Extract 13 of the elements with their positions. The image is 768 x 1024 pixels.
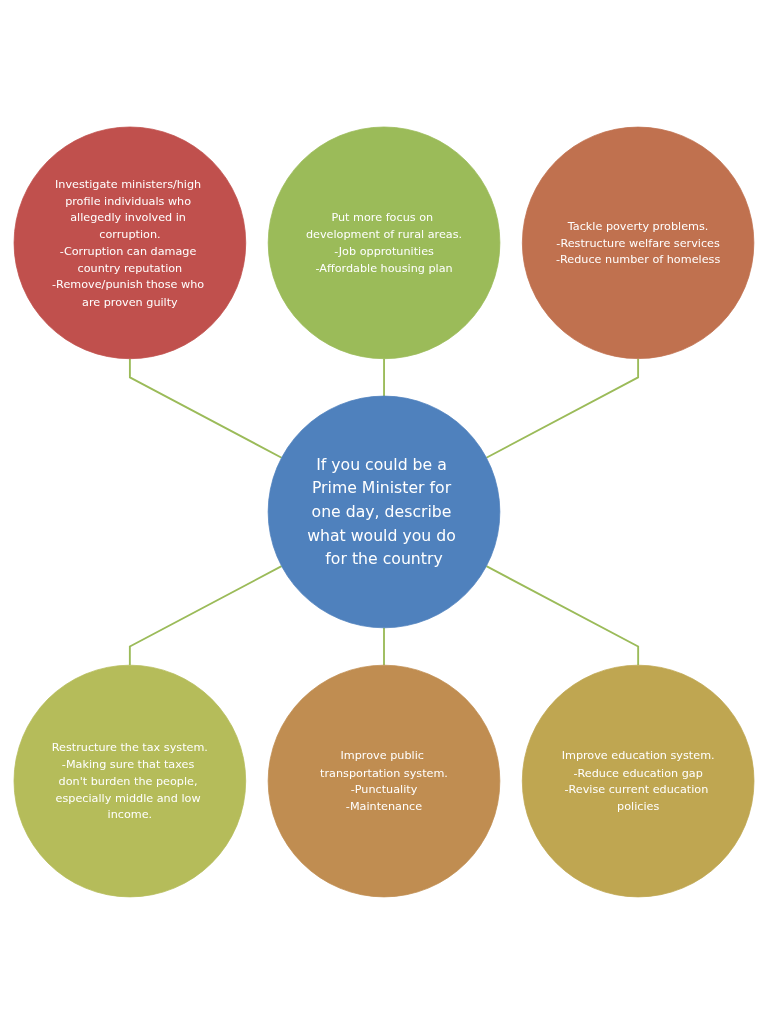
node-circle: Improve education system. -Reduce education gap -Revise current education policies: [521, 664, 755, 898]
node-circle: Tackle poverty problems. -Restructure welfare services -Reduce number of homeless: [521, 126, 755, 360]
connector: [383, 626, 385, 667]
node-circle: Improve public transportation system. -Punctuality -Maintenance: [267, 664, 501, 898]
node-circle: Put more focus on development of rural areas. -Job opprotunities -Affordable housing plan: [267, 126, 501, 360]
connector: [485, 565, 640, 667]
connector: [128, 357, 283, 459]
node-circle: Investigate ministers/high profile individuals who allegedly involved in corruption. -Corruption can damage country reputation -Remove/punish those who are proven guilty: [13, 126, 247, 360]
connector: [128, 565, 283, 667]
node-circle: If you could be a Prime Minister for one day, describe what would you do for the country: [267, 395, 501, 629]
node-circle: Restructure the tax system. -Making sure that taxes don't burden the people, especially middle and low income.: [13, 664, 247, 898]
connector: [485, 357, 640, 459]
connector: [383, 357, 385, 398]
